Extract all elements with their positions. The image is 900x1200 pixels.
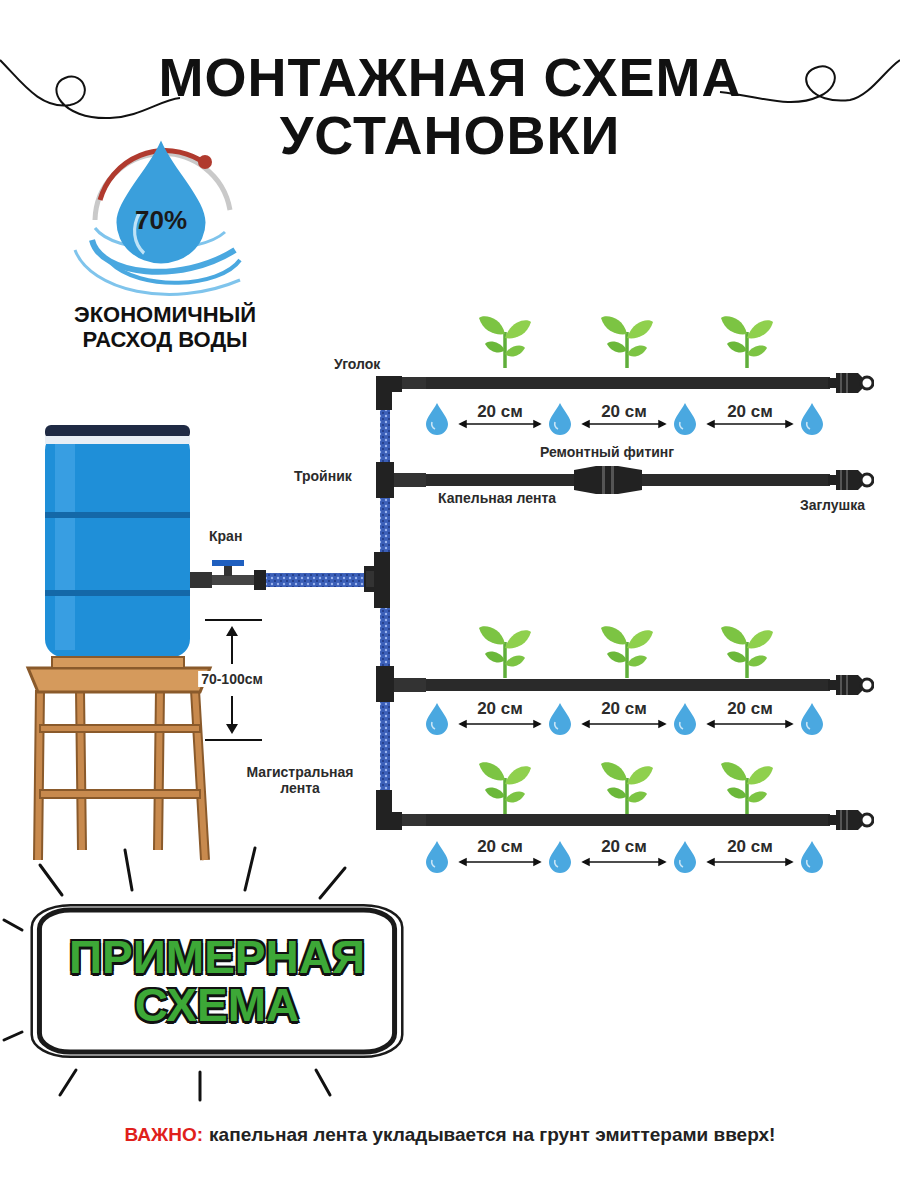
spacing-label: 20 см bbox=[474, 402, 526, 422]
drop-outline bbox=[108, 138, 214, 266]
spacing-label: 20 см bbox=[724, 402, 776, 422]
part-name: Кран bbox=[209, 528, 242, 544]
part-name: Капельная лента bbox=[438, 490, 556, 506]
part-name: Уголок bbox=[334, 356, 380, 372]
note-text: капельная лента укладывается на грунт эм… bbox=[209, 1124, 775, 1145]
spacing-label: 20 см bbox=[724, 699, 776, 719]
stamp-box: ПРИМЕРНАЯ СХЕМА bbox=[24, 902, 410, 1060]
part-name: Заглушка bbox=[800, 497, 865, 513]
part-name: Ремонтный фитинг bbox=[540, 444, 674, 460]
spacing-label: 20 см bbox=[598, 402, 650, 422]
page-title: МОНТАЖНАЯ СХЕМА УСТАНОВКИ bbox=[130, 48, 770, 164]
spacing-label: 20 см bbox=[598, 699, 650, 719]
note-line: ВАЖНО:капельная лента укладывается на гр… bbox=[10, 1124, 890, 1146]
spacing-label: 20 см bbox=[724, 837, 776, 857]
drop-shape bbox=[116, 141, 205, 264]
part-name: Тройник bbox=[294, 468, 352, 484]
dimension-label: 70-100см bbox=[198, 671, 266, 687]
part-name: Магистральная лента bbox=[230, 764, 370, 796]
spacing-label: 20 см bbox=[474, 837, 526, 857]
warning-label: ВАЖНО: bbox=[125, 1124, 204, 1145]
water-drop-badge: 70% bbox=[108, 138, 214, 266]
percent-value: 70% bbox=[135, 207, 187, 234]
feature-caption: ЭКОНОМИЧНЫЙ РАСХОД ВОДЫ bbox=[45, 302, 285, 353]
spacing-label: 20 см bbox=[474, 699, 526, 719]
spacing-label: 20 см bbox=[598, 837, 650, 857]
stamp-text: ПРИМЕРНАЯ СХЕМА bbox=[24, 933, 410, 1030]
